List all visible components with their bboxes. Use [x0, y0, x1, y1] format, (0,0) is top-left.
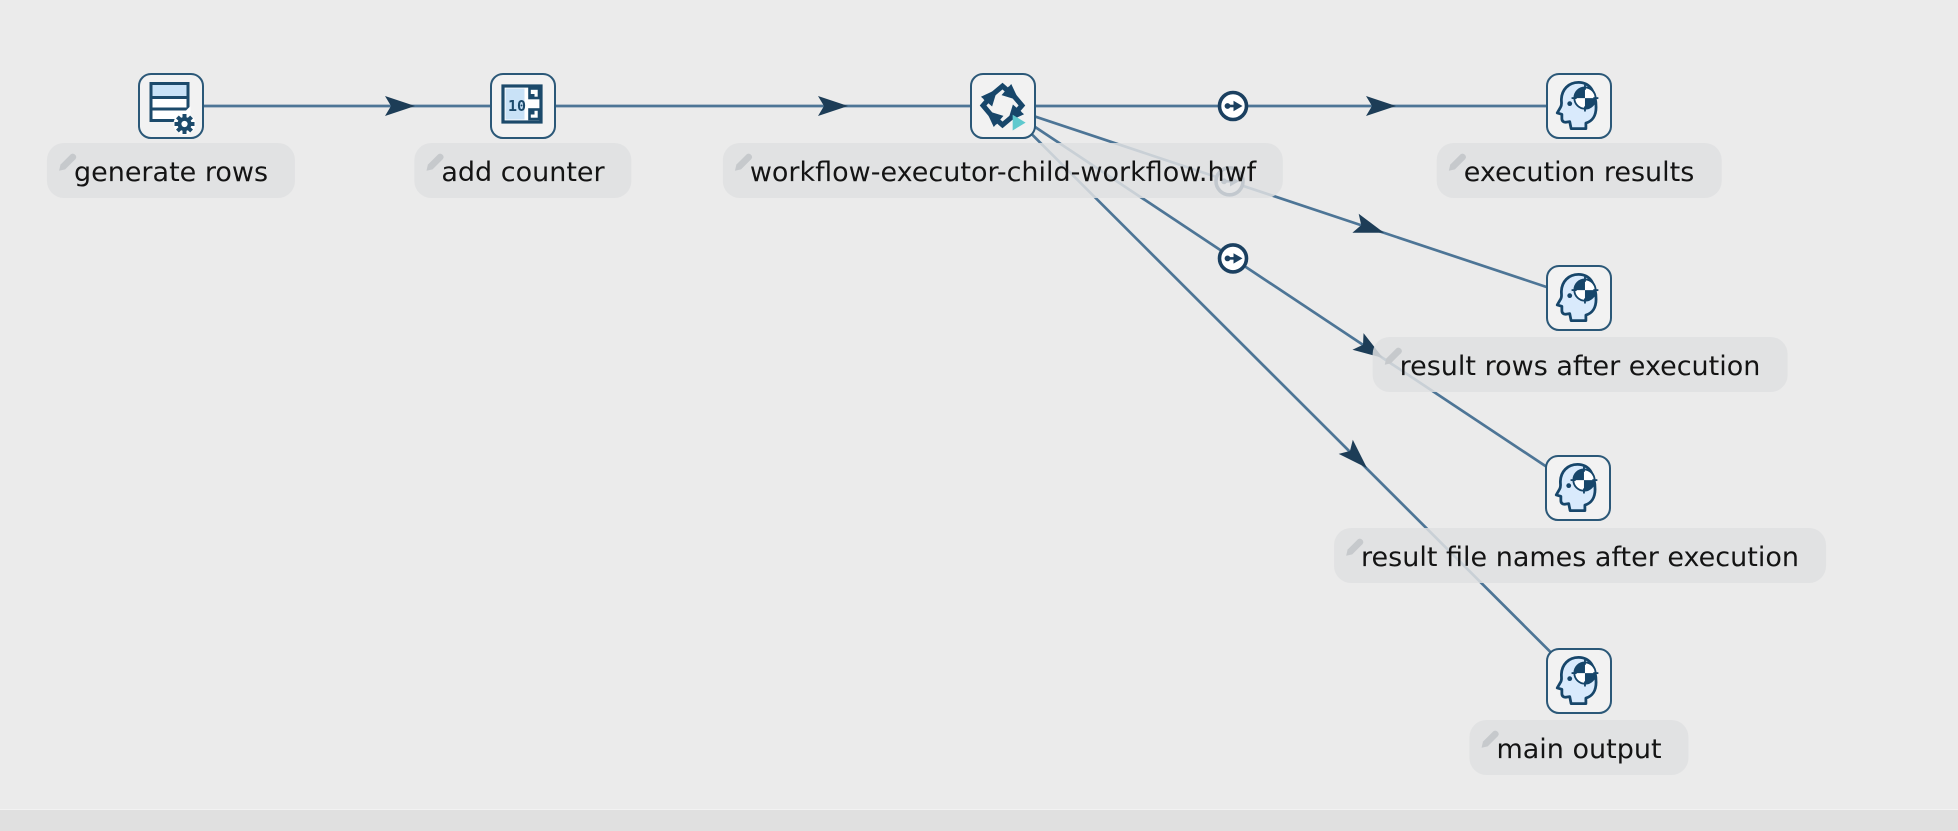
canvas-bottom-strip [0, 809, 1958, 831]
node-label-generate-rows[interactable]: generate rows [46, 143, 296, 198]
hop-data-icon[interactable] [1217, 243, 1249, 274]
node-generate-rows[interactable] [138, 73, 204, 139]
hop-line-executor-to-main-output[interactable] [1002, 105, 1581, 682]
node-main-output[interactable] [1546, 648, 1612, 714]
hop-line-executor-to-result-rows[interactable] [1003, 104, 1580, 300]
workflow-executor-icon [979, 82, 1026, 131]
edit-pencil-icon [426, 153, 444, 171]
gear-icon [173, 113, 196, 135]
node-add-counter[interactable]: 10 [490, 73, 556, 139]
hop-arrow-icon [1338, 439, 1367, 468]
node-label-result-rows[interactable]: result rows after execution [1372, 337, 1788, 392]
hop-arrow-icon [1352, 213, 1384, 233]
node-workflow-executor[interactable] [970, 73, 1036, 139]
edit-pencil-icon [59, 153, 77, 171]
head-target-icon [1554, 463, 1598, 512]
node-result-rows[interactable] [1546, 265, 1612, 331]
head-target-icon [1555, 81, 1599, 130]
node-execution-results[interactable] [1546, 73, 1612, 139]
edit-pencil-icon [1346, 538, 1364, 556]
edit-pencil-icon [1448, 153, 1466, 171]
edit-pencil-icon [1481, 730, 1499, 748]
hop-arrow-icon [818, 96, 848, 116]
edit-pencil-icon [734, 153, 753, 171]
node-result-file-names[interactable] [1545, 455, 1611, 521]
node-label-main-output[interactable]: main output [1469, 720, 1689, 775]
svg-text:10: 10 [508, 97, 526, 115]
node-label-result-file-names[interactable]: result file names after execution [1334, 528, 1826, 583]
hop-data-icon[interactable] [1217, 90, 1249, 122]
node-label-execution-results[interactable]: execution results [1436, 143, 1722, 198]
hop-arrow-icon [1366, 96, 1396, 116]
table-gear-icon [149, 82, 196, 135]
head-target-icon [1555, 656, 1599, 705]
node-label-add-counter[interactable]: add counter [414, 143, 632, 198]
edit-pencil-icon [1384, 347, 1402, 365]
hop-arrow-icon [385, 96, 415, 116]
counter-icon: 10 [501, 84, 543, 124]
play-triangle-icon [1012, 114, 1026, 131]
head-target-icon [1555, 273, 1599, 322]
node-label-workflow-executor[interactable]: workflow-executor-child-workflow.hwf [722, 143, 1284, 198]
